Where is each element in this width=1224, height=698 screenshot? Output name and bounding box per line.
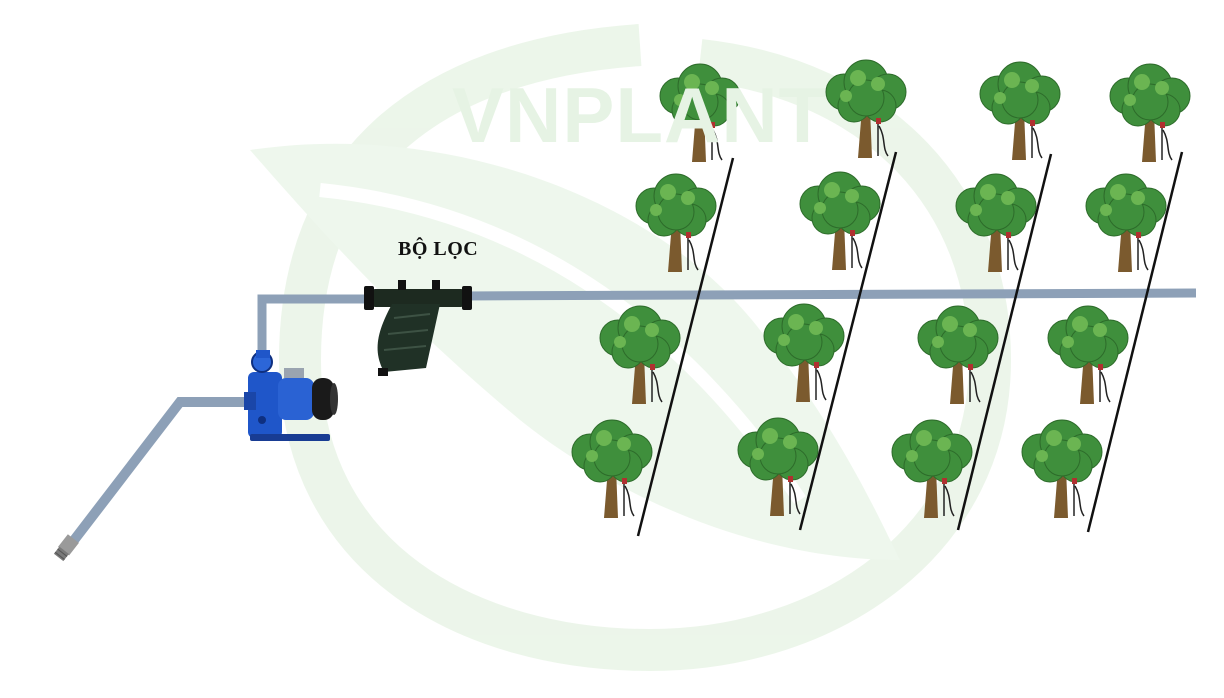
- tree-icon: [917, 305, 999, 404]
- tree-icon: [799, 171, 881, 270]
- pipe-network: [64, 288, 1197, 552]
- drip-line: [1086, 151, 1184, 533]
- tree-icon: [737, 417, 819, 516]
- tree-icon: [955, 173, 1037, 272]
- tree-icon: [825, 59, 907, 158]
- tree-icon: [891, 419, 973, 518]
- tree-icon: [635, 173, 717, 272]
- water-pump-icon: [244, 350, 338, 441]
- drip-line: [956, 153, 1053, 531]
- tree-icon: [1047, 305, 1129, 404]
- riser-pipe: [257, 294, 380, 365]
- drip-line: [798, 151, 898, 531]
- watermark-text: VNPLANT: [452, 71, 828, 159]
- tree-grid: [571, 59, 1191, 518]
- tree-icon: [763, 303, 845, 402]
- tree-icon: [571, 419, 653, 518]
- disc-filter-icon: [364, 280, 472, 376]
- tree-icon: [1085, 173, 1167, 272]
- main-pipe: [461, 288, 1197, 301]
- tree-icon: [979, 61, 1061, 160]
- intake-strainer-icon: [53, 534, 79, 562]
- watermark-logo: [250, 24, 1012, 672]
- tree-icon: [1109, 63, 1191, 162]
- tree-icon: [659, 63, 741, 162]
- filter-label: BỘ LỌC: [398, 238, 479, 260]
- drip-line: [636, 157, 735, 537]
- drip-lines: [636, 151, 1184, 537]
- suction-pipe: [64, 397, 250, 552]
- tree-icon: [599, 305, 681, 404]
- tree-icon: [1021, 419, 1103, 518]
